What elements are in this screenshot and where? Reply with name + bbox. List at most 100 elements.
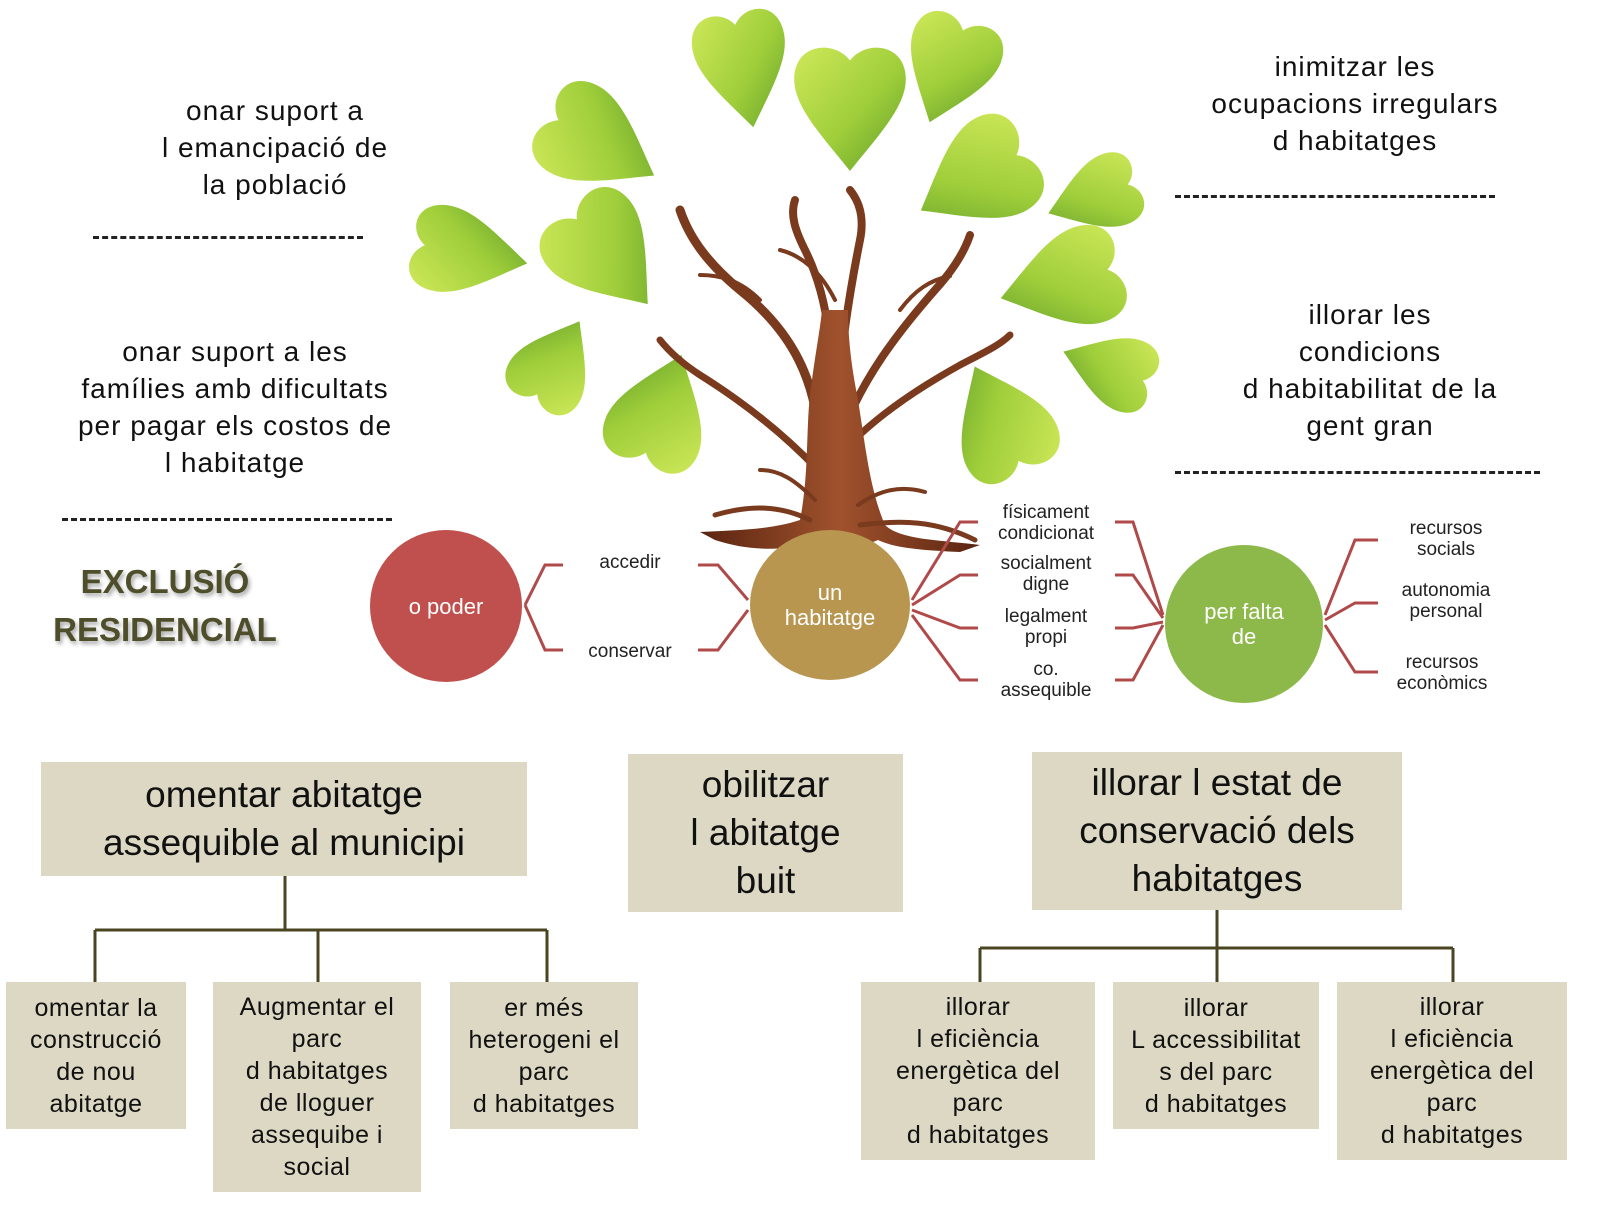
divider bbox=[93, 236, 363, 239]
resource-label: recursos econòmics bbox=[1376, 652, 1508, 694]
box-line: conservació dels bbox=[1079, 810, 1355, 851]
circle-label: un bbox=[817, 580, 843, 605]
verb-label: conservar bbox=[588, 641, 672, 662]
goal-line: l habitatge bbox=[164, 447, 306, 478]
verb-accedir: accedir bbox=[570, 552, 690, 573]
resource-line: socials bbox=[1416, 539, 1476, 560]
box-line: assequibe i bbox=[251, 1121, 383, 1149]
box-millorar-conservacio: illorar l estat de conservació dels habi… bbox=[1032, 752, 1402, 910]
resource-line: econòmics bbox=[1396, 673, 1488, 694]
box-line: parc bbox=[291, 1025, 343, 1053]
box-line: d habitatges bbox=[1144, 1089, 1288, 1118]
goal-line: d habitatges bbox=[1272, 125, 1438, 156]
box-line: social bbox=[283, 1153, 351, 1181]
goal-line: onar suport a bbox=[186, 95, 364, 126]
goal-left-top: onar suport a l emancipació de la poblac… bbox=[110, 92, 440, 203]
diagram-title: EXCLUSIÓ RESIDENCIAL bbox=[40, 558, 290, 654]
box-line: d habitatges bbox=[245, 1057, 389, 1085]
box-line: parc bbox=[1426, 1089, 1478, 1117]
box-line: illorar bbox=[1419, 993, 1485, 1021]
box-line: illorar l estat de bbox=[1091, 762, 1343, 803]
leaf bbox=[405, 200, 535, 307]
quality-label: físicament condicionat bbox=[980, 502, 1112, 544]
circle-label: de bbox=[1231, 624, 1257, 649]
quality-label: co. assequible bbox=[980, 659, 1112, 701]
leaf bbox=[987, 218, 1133, 347]
goal-line: l emancipació de bbox=[161, 132, 389, 163]
box-line: de lloguer bbox=[259, 1089, 375, 1117]
box-line: s del parc bbox=[1159, 1057, 1273, 1086]
quality-brackets bbox=[910, 520, 1165, 682]
goal-line: illorar les bbox=[1308, 299, 1432, 330]
subbox-eficiencia-2: illorar l eficiència energètica del parc… bbox=[1337, 982, 1567, 1160]
box-line: parc bbox=[518, 1057, 570, 1086]
leaf bbox=[687, 4, 800, 136]
resource-line: recursos bbox=[1409, 518, 1483, 539]
circle-label: per falta bbox=[1204, 599, 1284, 624]
resource-brackets bbox=[1323, 538, 1378, 674]
box-line: l eficiència bbox=[916, 1025, 1040, 1053]
circle-no-poder: o poder bbox=[370, 530, 522, 682]
box-line: er més bbox=[504, 993, 584, 1022]
leaf bbox=[595, 337, 729, 481]
box-line: illorar bbox=[945, 993, 1011, 1021]
goal-line: per pagar els costos de bbox=[77, 410, 393, 441]
quality-label: socialment digne bbox=[980, 553, 1112, 595]
tree-leaves bbox=[405, 4, 1165, 493]
quality-line: propi bbox=[1024, 627, 1068, 648]
quality-line: digne bbox=[1022, 574, 1070, 595]
title-line: EXCLUSIÓ bbox=[80, 563, 250, 600]
box-line: obilitzar bbox=[701, 764, 830, 805]
quality-line: socialment bbox=[1000, 553, 1092, 574]
right-hierarchy-lines bbox=[978, 910, 1455, 982]
quality-line: condicionat bbox=[997, 523, 1095, 544]
title-line: RESIDENCIAL bbox=[53, 611, 277, 648]
box-line: energètica del bbox=[895, 1057, 1061, 1085]
box-line: l eficiència bbox=[1390, 1025, 1514, 1053]
leaf bbox=[528, 175, 689, 338]
resource-label: autonomia personal bbox=[1380, 580, 1512, 622]
box-line: L accessibilitat bbox=[1131, 1025, 1301, 1054]
box-line: d habitatges bbox=[906, 1121, 1050, 1149]
resource-label: recursos socials bbox=[1380, 518, 1512, 560]
quality-line: legalment bbox=[1004, 606, 1088, 627]
box-line: de nou bbox=[56, 1057, 136, 1086]
circle-habitatge: un habitatge bbox=[750, 530, 910, 680]
quality-label: legalment propi bbox=[980, 606, 1112, 648]
box-line: illorar bbox=[1183, 993, 1249, 1022]
subbox-heterogeni: er més heterogeni el parc d habitatges bbox=[450, 982, 638, 1129]
circle-label: o poder bbox=[408, 593, 484, 619]
box-line: abitatge bbox=[49, 1089, 143, 1118]
goal-left-bottom: onar suport a les famílies amb dificulta… bbox=[50, 333, 420, 481]
box-line: omentar la bbox=[34, 993, 158, 1022]
verb-brackets bbox=[523, 563, 750, 652]
resource-line: recursos bbox=[1405, 652, 1479, 673]
goal-line: onar suport a les bbox=[122, 336, 348, 367]
circle-falta: per falta de bbox=[1165, 545, 1323, 703]
box-line: assequible al municipi bbox=[103, 822, 465, 863]
leaf bbox=[497, 301, 615, 424]
box-line: parc bbox=[952, 1089, 1004, 1117]
box-line: Augmentar el bbox=[239, 993, 395, 1021]
box-line: heterogeni el bbox=[468, 1025, 620, 1054]
box-line: construcció bbox=[30, 1025, 162, 1054]
goal-right-bottom: illorar les condicions d habitabilitat d… bbox=[1210, 296, 1530, 444]
subbox-construccio: omentar la construcció de nou abitatge bbox=[6, 982, 186, 1129]
goal-right-top: inimitzar les ocupacions irregulars d ha… bbox=[1185, 48, 1525, 159]
verb-label: accedir bbox=[599, 552, 661, 573]
resource-line: personal bbox=[1409, 601, 1483, 622]
subbox-accessibilitat: illorar L accessibilitat s del parc d ha… bbox=[1113, 982, 1319, 1129]
box-mobilitzar-habitatge: obilitzar l abitatge buit bbox=[628, 754, 903, 912]
divider bbox=[1175, 471, 1540, 474]
goal-line: la població bbox=[202, 169, 348, 200]
divider bbox=[1175, 195, 1495, 198]
goal-line: famílies amb dificultats bbox=[81, 373, 389, 404]
circle-label: habitatge bbox=[784, 605, 876, 630]
box-line: d habitatges bbox=[472, 1089, 616, 1118]
left-hierarchy-lines bbox=[93, 876, 549, 982]
goal-line: ocupacions irregulars bbox=[1211, 88, 1499, 119]
quality-line: assequible bbox=[1000, 680, 1092, 701]
box-line: l abitatge bbox=[690, 812, 841, 853]
box-line: buit bbox=[735, 860, 796, 901]
leaf bbox=[794, 47, 906, 172]
